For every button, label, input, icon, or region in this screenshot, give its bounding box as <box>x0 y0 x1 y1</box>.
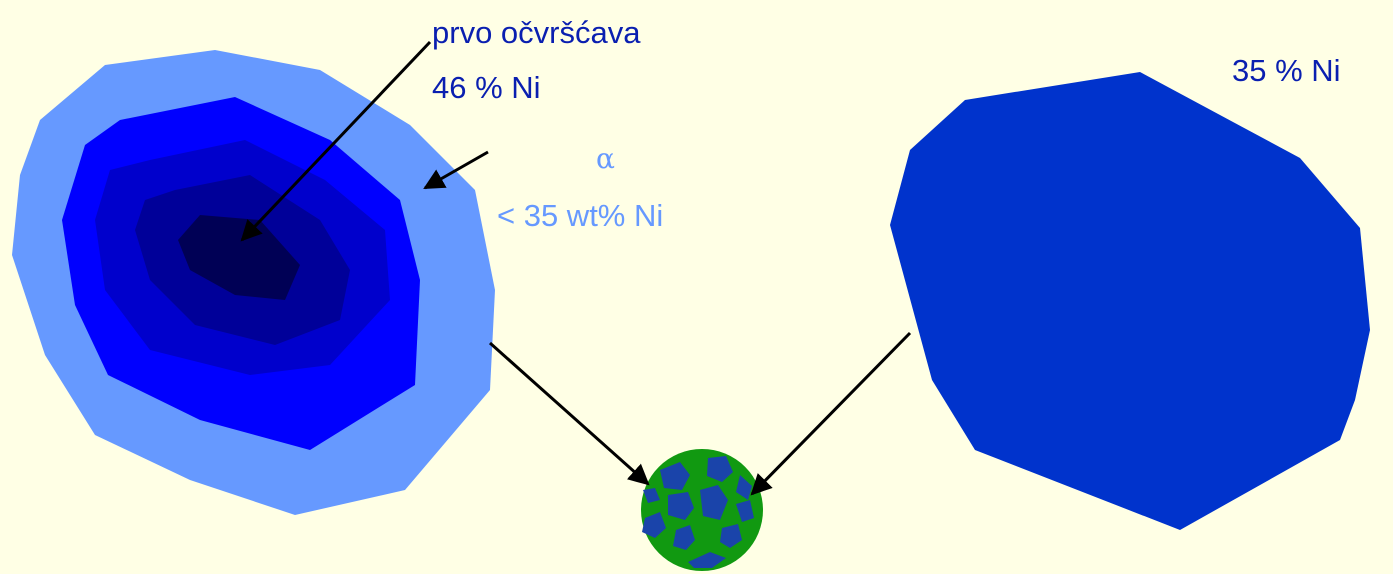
microstructure-grain <box>700 485 728 520</box>
arrow-to-outer-layer <box>423 150 489 190</box>
first-solidifies-label: prvo očvršćava <box>432 15 641 50</box>
arrow-to-core <box>240 40 432 242</box>
alpha-composition-label: < 35 wt% Ni <box>497 198 664 233</box>
core-composition-label: 46 % Ni <box>432 70 541 105</box>
arrows <box>240 40 912 496</box>
microstructure-grain <box>707 456 733 482</box>
microstructure-grain <box>736 500 754 522</box>
microstructure-grain <box>720 524 742 548</box>
microstructure-circle <box>641 449 763 571</box>
arrow-cored-to-microstructure <box>489 341 650 486</box>
cored-layer-core <box>178 215 300 300</box>
microstructure-grain <box>673 525 695 550</box>
uniform-grain <box>890 72 1370 530</box>
microstructure-grain <box>643 488 660 503</box>
cored-grain <box>12 50 495 515</box>
alpha-phase-symbol: α <box>596 142 615 175</box>
equilibrium-composition-label: 35 % Ni <box>1232 53 1341 88</box>
microstructure-grain <box>688 552 726 568</box>
microstructure-grain <box>642 512 666 538</box>
microstructure-grain <box>736 475 752 500</box>
arrow-uniform-to-microstructure <box>750 331 912 496</box>
microstructure-grain <box>660 462 690 490</box>
microstructure-grain <box>668 492 694 520</box>
